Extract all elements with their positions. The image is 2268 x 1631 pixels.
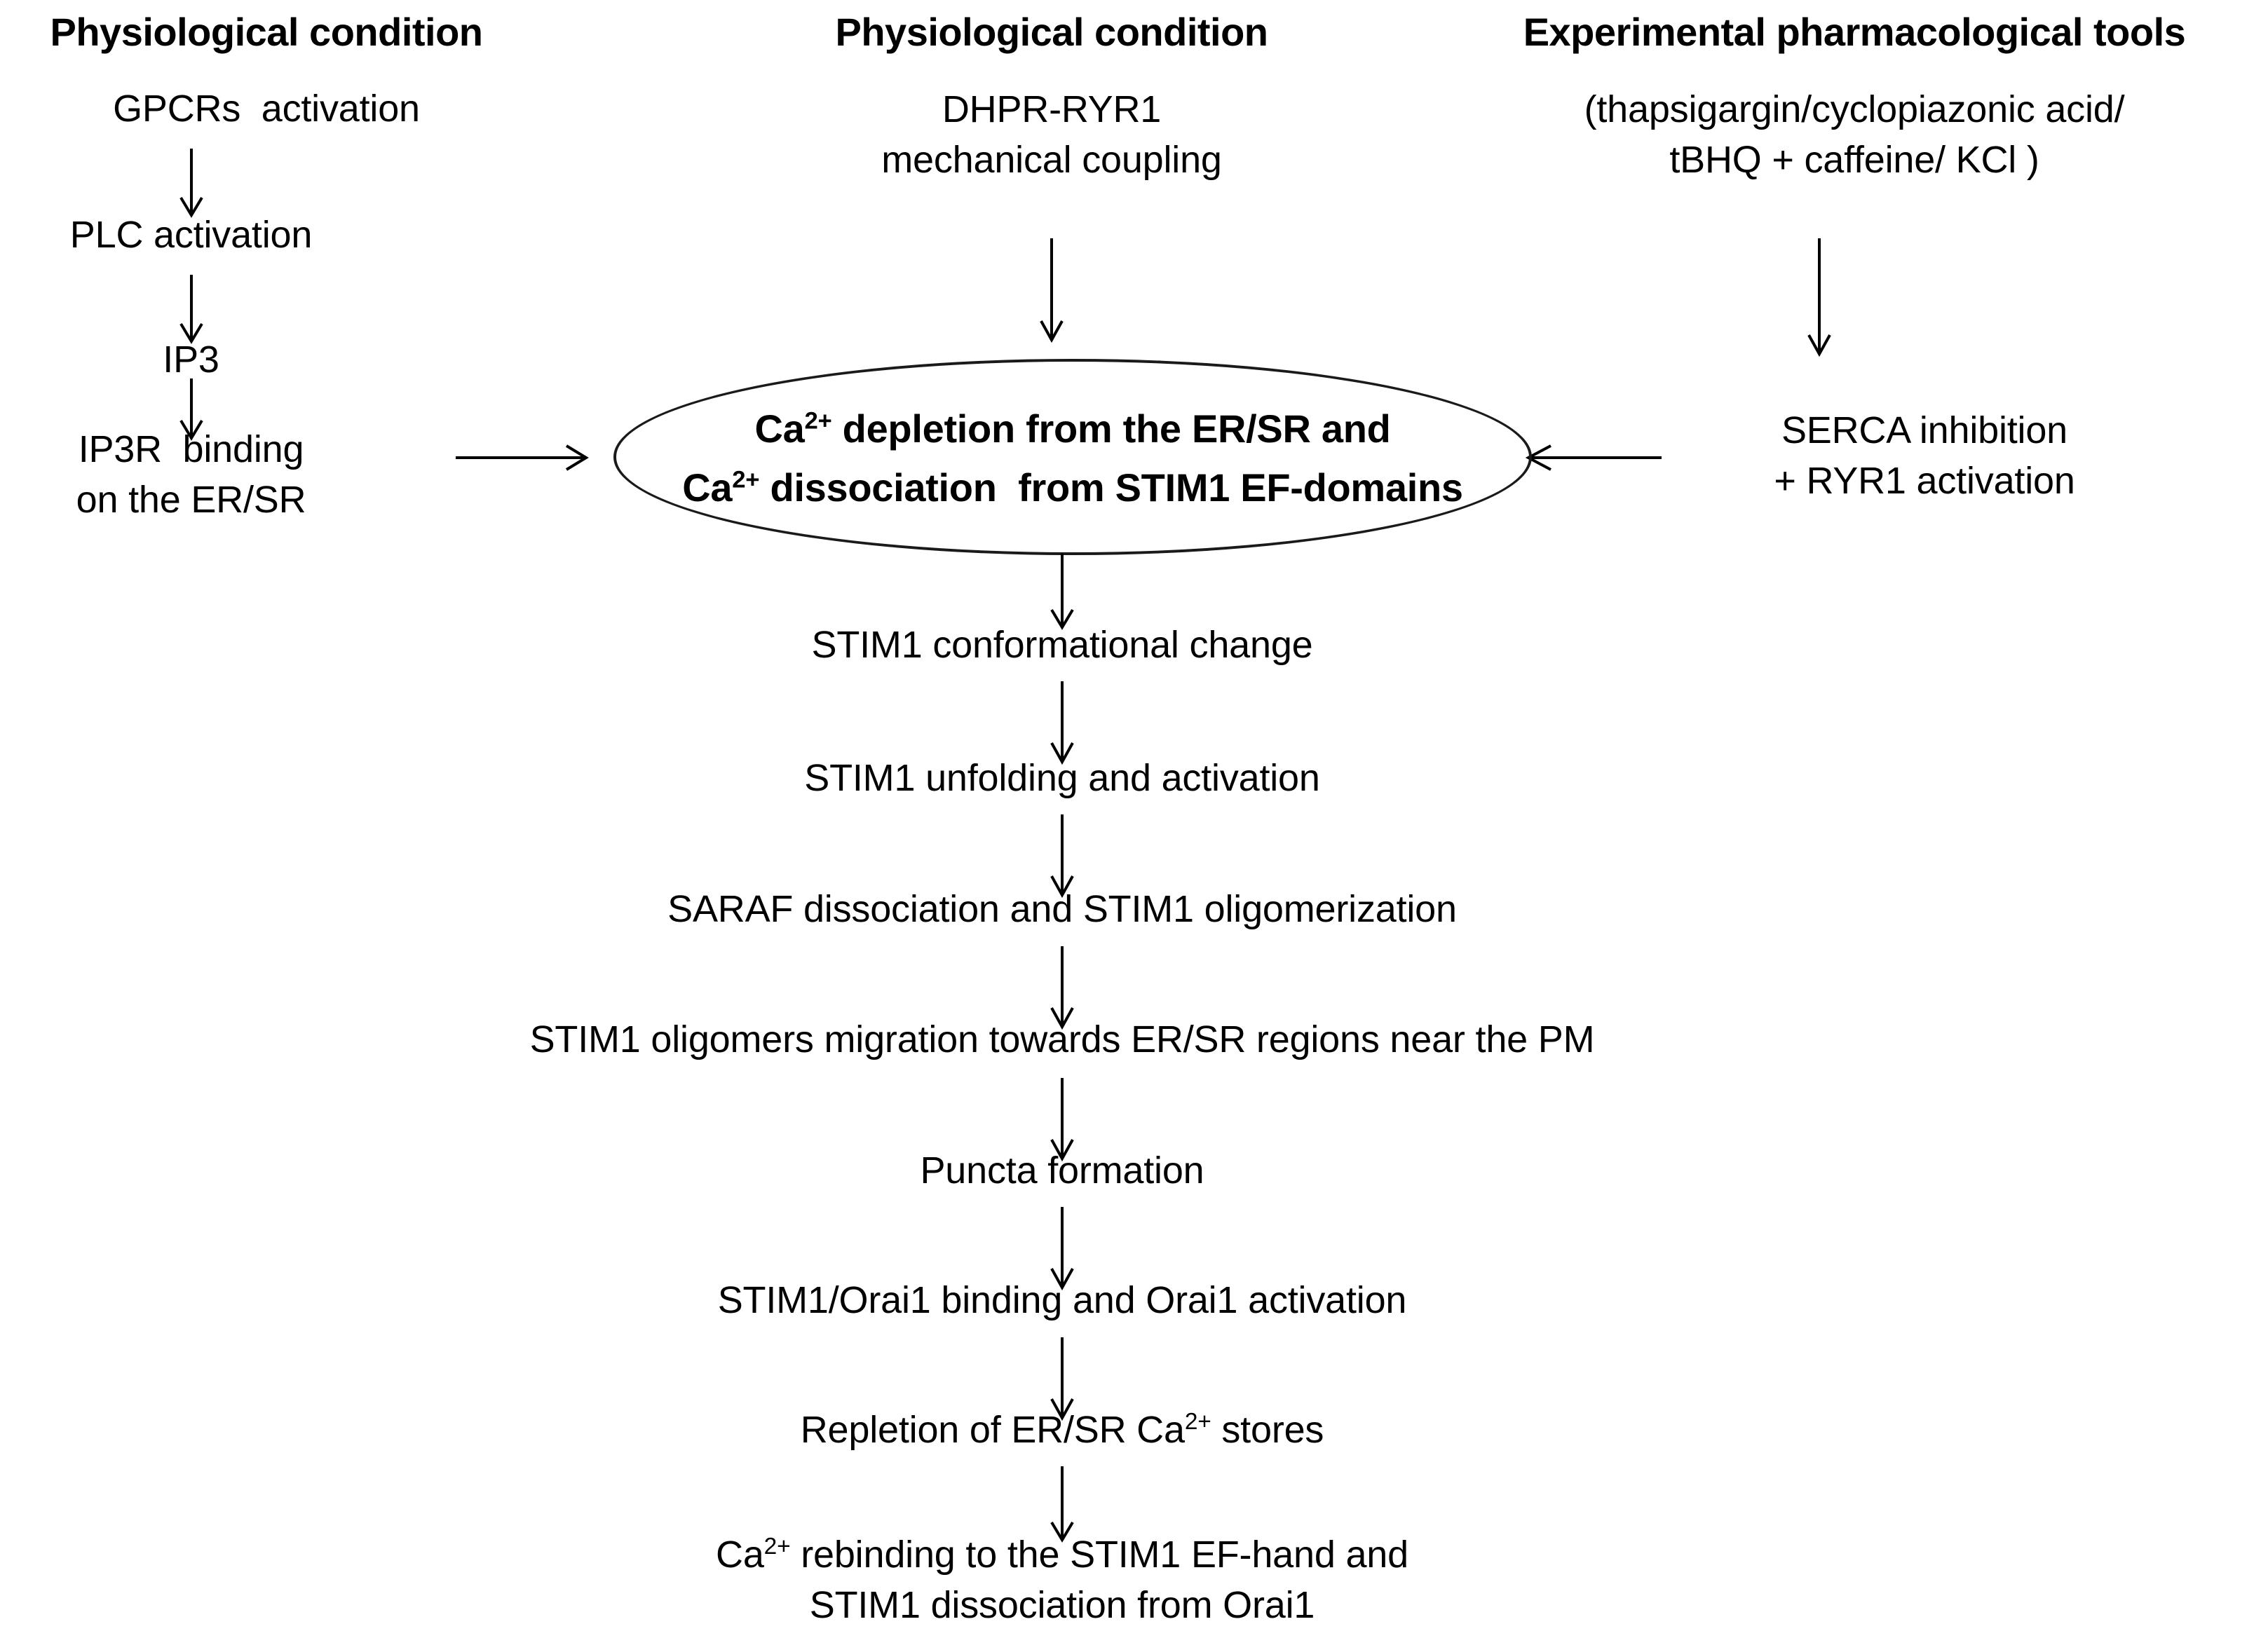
chain-step-6: Repletion of ER/SR Ca2+ stores: [800, 1409, 1324, 1451]
arrow-chain-2: [1046, 814, 1078, 899]
left-step-gpcrs: GPCRs activation: [113, 88, 420, 130]
center-column-header: Physiological condition: [835, 10, 1269, 54]
central-node-line2: Ca2+ dissociation from STIM1 EF-domains: [682, 465, 1463, 510]
central-node-label: Ca2+ depletion from the ER/SR and Ca2+ d…: [620, 400, 1525, 517]
arrow-serca-to-central-node: [1521, 438, 1669, 477]
arrow-plc-to-ip3: [175, 275, 208, 345]
arrow-tools-to-serca: [1803, 238, 1835, 357]
arrow-chain-6: [1046, 1337, 1078, 1421]
arrow-gpcrs-to-plc: [175, 149, 208, 219]
right-column-header: Experimental pharmacological tools: [1523, 10, 2186, 54]
arrow-chain-7: [1046, 1466, 1078, 1543]
central-node-line1: Ca2+ depletion from the ER/SR and: [754, 407, 1391, 451]
central-node-ellipse: [613, 359, 1532, 555]
arrow-chain-1: [1046, 681, 1078, 765]
chain-step-5: STIM1/Orai1 binding and Orai1 activation: [717, 1279, 1407, 1321]
chain-step-4: Puncta formation: [920, 1149, 1204, 1192]
arrow-ip3r-to-central-node: [456, 438, 589, 477]
arrow-chain-4: [1046, 1078, 1078, 1162]
chain-step-1: STIM1 unfolding and activation: [804, 757, 1320, 799]
arrow-chain-3: [1046, 946, 1078, 1030]
chain-step-3: STIM1 oligomers migration towards ER/SR …: [529, 1018, 1595, 1060]
chain-step-2: SARAF dissociation and STIM1 oligomeriza…: [667, 888, 1457, 930]
chain-step-0: STIM1 conformational change: [811, 624, 1313, 666]
arrow-center-to-central-node: [1035, 238, 1068, 343]
center-column-subtitle: DHPR-RYR1 mechanical coupling: [881, 88, 1222, 182]
left-step-ip3r-binding: IP3R binding on the ER/SR: [76, 428, 306, 521]
arrow-chain-0: [1046, 554, 1078, 631]
arrow-ip3-to-ip3r: [175, 378, 208, 442]
chain-step-7-line1: Ca2+ rebinding to the STIM1 EF-hand and: [716, 1534, 1408, 1576]
arrow-chain-5: [1046, 1207, 1078, 1291]
right-step-serca: SERCA inhibition + RYR1 activation: [1774, 409, 2075, 503]
chain-step-7: Ca2+ rebinding to the STIM1 EF-hand and …: [291, 1529, 1833, 1631]
left-step-plc: PLC activation: [69, 214, 313, 256]
left-step-ip3: IP3: [163, 339, 219, 381]
right-column-subtitle: (thapsigargin/cyclopiazonic acid/ tBHQ +…: [1584, 88, 2125, 182]
left-column-header: Physiological condition: [50, 10, 484, 54]
chain-step-7-line2: STIM1 dissociation from Orai1: [809, 1584, 1315, 1627]
